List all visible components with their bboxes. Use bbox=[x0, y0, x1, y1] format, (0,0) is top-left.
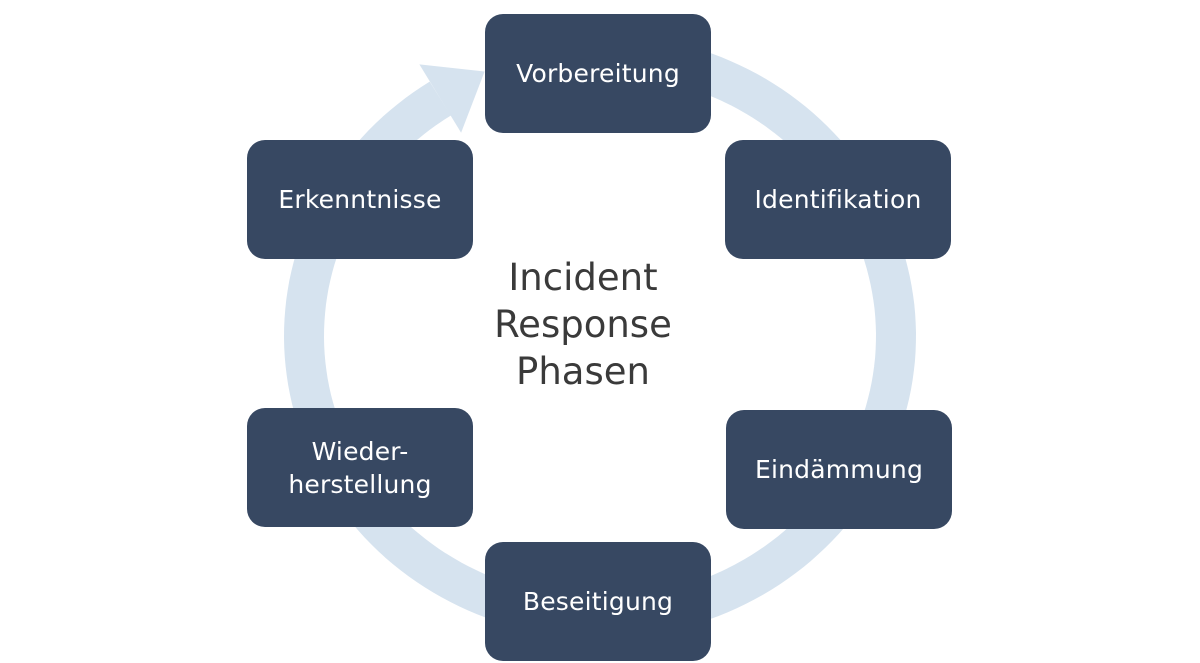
diagram-title: Incident Response Phasen bbox=[450, 254, 716, 395]
phase-label: Erkenntnisse bbox=[278, 185, 442, 214]
phase-box-eindaemmung: Eindämmung bbox=[726, 410, 952, 529]
title-line: Phasen bbox=[516, 350, 650, 393]
phase-box-erkenntnisse: Erkenntnisse bbox=[247, 140, 473, 259]
phase-label: herstellung bbox=[288, 469, 432, 499]
phase-box-vorbereitung: Vorbereitung bbox=[485, 14, 711, 133]
title-line: Response bbox=[494, 303, 672, 346]
phase-box-identifikation: Identifikation bbox=[725, 140, 951, 259]
phase-label: Beseitigung bbox=[522, 587, 674, 616]
phase-label: Wieder- bbox=[311, 436, 409, 466]
phase-label: Eindämmung bbox=[754, 455, 924, 484]
phase-box-beseitigung: Beseitigung bbox=[485, 542, 711, 661]
cycle-arrow-head bbox=[419, 64, 485, 133]
phase-label: Vorbereitung bbox=[516, 59, 680, 88]
title-line: Incident bbox=[508, 256, 658, 299]
phase-label: Identifikation bbox=[754, 185, 922, 214]
phase-box-wiederherstellung: Wieder- herstellung bbox=[247, 408, 473, 527]
